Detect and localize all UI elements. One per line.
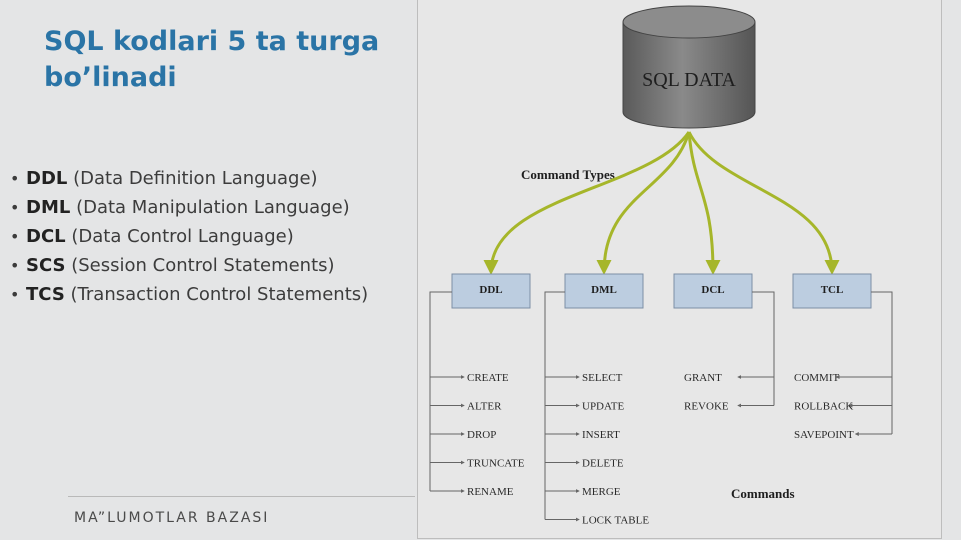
- category-box: [792, 273, 872, 309]
- command-connector: [752, 291, 775, 406]
- command-label: LOCK TABLE: [582, 515, 649, 527]
- bullet-item: SCS (Session Control Statements): [10, 255, 390, 276]
- command-connector: [544, 291, 565, 520]
- sql-command-diagram: SQL DATA Command Types Commands DDL CREAT…: [429, 5, 893, 527]
- command-label: ROLLBACK: [794, 401, 853, 413]
- category-label: TCL: [821, 284, 844, 296]
- bullet-item: TCS (Transaction Control Statements): [10, 284, 390, 305]
- slide-title: SQL kodlari 5 ta turga bo’linadi: [44, 26, 380, 93]
- footer-text: MA”LUMOTLAR BAZASI: [74, 510, 270, 526]
- command-label: SELECT: [582, 372, 623, 384]
- commands-label: Commands: [731, 486, 795, 501]
- bullet-desc: (Session Control Statements): [71, 255, 335, 276]
- bullet-desc: (Data Manipulation Language): [76, 197, 350, 218]
- database-icon: [622, 5, 756, 129]
- bullet-abbr: DDL: [26, 168, 68, 189]
- category-box: [451, 273, 531, 309]
- category-label: DDL: [479, 284, 502, 296]
- command-label: DELETE: [582, 458, 624, 470]
- bullet-abbr: TCS: [26, 284, 65, 305]
- command-label: GRANT: [684, 372, 722, 384]
- command-types-label: Command Types: [521, 167, 615, 182]
- bullet-list: DDL (Data Definition Language) DML (Data…: [10, 168, 390, 313]
- command-label: UPDATE: [582, 401, 624, 413]
- type-arrow: [687, 131, 721, 275]
- command-label: CREATE: [467, 372, 509, 384]
- command-label: RENAME: [467, 486, 514, 498]
- command-connector: [429, 291, 452, 491]
- bullet-desc: (Data Definition Language): [73, 168, 318, 189]
- bullet-desc: (Transaction Control Statements): [70, 284, 369, 305]
- database-label: SQL DATA: [642, 69, 736, 91]
- command-label: COMMIT: [794, 372, 840, 384]
- command-label: REVOKE: [684, 401, 729, 413]
- command-label: INSERT: [582, 429, 620, 441]
- type-arrow: [596, 131, 691, 275]
- type-arrow: [687, 131, 840, 275]
- command-label: ALTER: [467, 401, 502, 413]
- diagram-layer: DDL CREATE ALTER DROP TRUNCATE RENAME DML SELEC…: [429, 131, 893, 527]
- type-arrow: [483, 131, 691, 275]
- command-connector: [871, 291, 893, 434]
- command-label: DROP: [467, 429, 496, 441]
- bullet-abbr: DCL: [26, 226, 66, 247]
- footer-divider: [68, 496, 415, 497]
- command-label: SAVEPOINT: [794, 429, 854, 441]
- bullet-abbr: SCS: [26, 255, 66, 276]
- bullet-abbr: DML: [26, 197, 71, 218]
- bullet-item: DDL (Data Definition Language): [10, 168, 390, 189]
- bullet-item: DCL (Data Control Language): [10, 226, 390, 247]
- bullet-item: DML (Data Manipulation Language): [10, 197, 390, 218]
- command-label: MERGE: [582, 486, 621, 498]
- category-box: [673, 273, 753, 309]
- command-label: TRUNCATE: [467, 458, 525, 470]
- category-box: [564, 273, 644, 309]
- category-label: DCL: [701, 284, 724, 296]
- category-label: DML: [591, 284, 617, 296]
- diagram-panel: SQL DATA Command Types Commands DDL CREAT…: [417, 0, 942, 539]
- bullet-desc: (Data Control Language): [71, 226, 294, 247]
